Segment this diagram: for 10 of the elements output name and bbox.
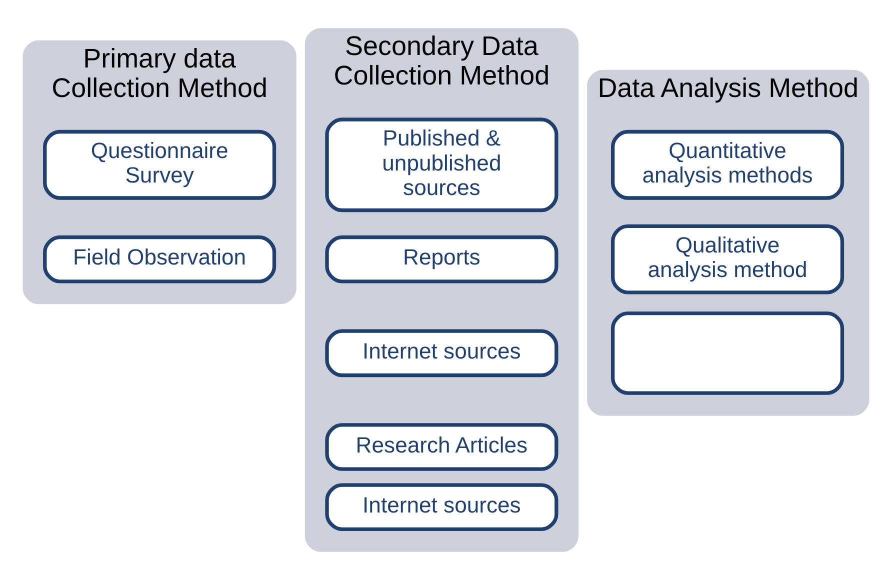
node-box: Research Articles [325, 422, 558, 470]
node-box: Reports [325, 234, 558, 283]
node-box: Published & unpublished sources [325, 117, 558, 212]
node-box: Quantitative analysis methods [610, 129, 844, 200]
node-box: Questionnaire Survey [43, 129, 276, 200]
node-box: Qualitative analysis method [610, 224, 844, 294]
node-box [610, 310, 844, 394]
node-box: Internet sources [325, 482, 558, 531]
node-box: Internet sources [325, 328, 558, 377]
node-box: Field Observation [43, 234, 276, 283]
